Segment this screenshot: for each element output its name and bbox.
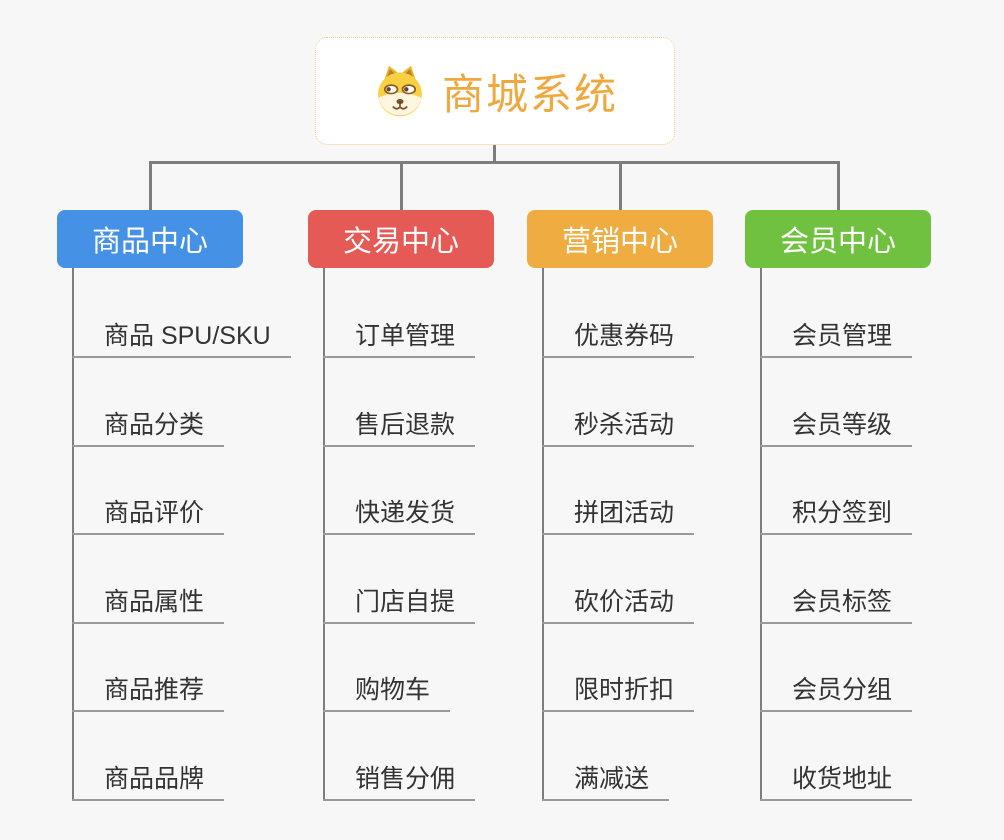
node-item[interactable]: 会员标签 xyxy=(760,588,913,624)
node-item[interactable]: 商品品牌 xyxy=(72,765,225,801)
node-item[interactable]: 销售分佣 xyxy=(323,765,476,801)
node-item[interactable]: 快递发货 xyxy=(323,499,476,536)
node-item[interactable]: 商品推荐 xyxy=(72,676,225,713)
connector-drop-branch-4 xyxy=(837,161,840,210)
connector-horizontal xyxy=(149,161,840,164)
node-item[interactable]: 优惠券码 xyxy=(542,322,695,358)
node-item[interactable]: 商品 SPU/SKU xyxy=(72,322,291,358)
node-item[interactable]: 售后退款 xyxy=(323,411,476,447)
node-item[interactable]: 满减送 xyxy=(542,765,670,801)
node-item[interactable]: 订单管理 xyxy=(323,322,476,358)
branch-box-marketing-center[interactable]: 营销中心 xyxy=(527,210,713,268)
root-node[interactable]: 商城系统 xyxy=(315,37,675,145)
branch-4-items: 会员管理 会员等级 积分签到 会员标签 会员分组 收货地址 xyxy=(760,322,913,801)
node-item[interactable]: 会员分组 xyxy=(760,676,913,713)
connector-root-trunk xyxy=(493,145,496,163)
branch-box-member-center[interactable]: 会员中心 xyxy=(745,210,931,268)
connector-drop-branch-2 xyxy=(400,161,403,210)
node-item[interactable]: 购物车 xyxy=(323,676,451,713)
node-item[interactable]: 砍价活动 xyxy=(542,588,695,624)
branch-box-product-center[interactable]: 商品中心 xyxy=(57,210,243,268)
branch-1-items: 商品 SPU/SKU 商品分类 商品评价 商品属性 商品推荐 商品品牌 xyxy=(72,322,291,801)
branch-3-items: 优惠券码 秒杀活动 拼团活动 砍价活动 限时折扣 满减送 xyxy=(542,322,695,801)
shiba-dog-icon xyxy=(378,65,422,117)
node-item[interactable]: 限时折扣 xyxy=(542,676,695,713)
node-item[interactable]: 商品评价 xyxy=(72,499,225,536)
node-item[interactable]: 商品分类 xyxy=(72,411,225,447)
node-item[interactable]: 收货地址 xyxy=(760,765,913,801)
node-item[interactable]: 商品属性 xyxy=(72,588,225,624)
connector-drop-branch-1 xyxy=(149,161,152,210)
connector-drop-branch-3 xyxy=(619,161,622,210)
branch-box-trade-center[interactable]: 交易中心 xyxy=(308,210,494,268)
node-item[interactable]: 秒杀活动 xyxy=(542,411,695,447)
node-item[interactable]: 积分签到 xyxy=(760,499,913,536)
node-item[interactable]: 门店自提 xyxy=(323,588,476,624)
branch-2-items: 订单管理 售后退款 快递发货 门店自提 购物车 销售分佣 xyxy=(323,322,476,801)
node-item[interactable]: 会员等级 xyxy=(760,411,913,447)
node-item[interactable]: 会员管理 xyxy=(760,322,913,358)
node-item[interactable]: 拼团活动 xyxy=(542,499,695,536)
root-node-label: 商城系统 xyxy=(441,70,618,118)
